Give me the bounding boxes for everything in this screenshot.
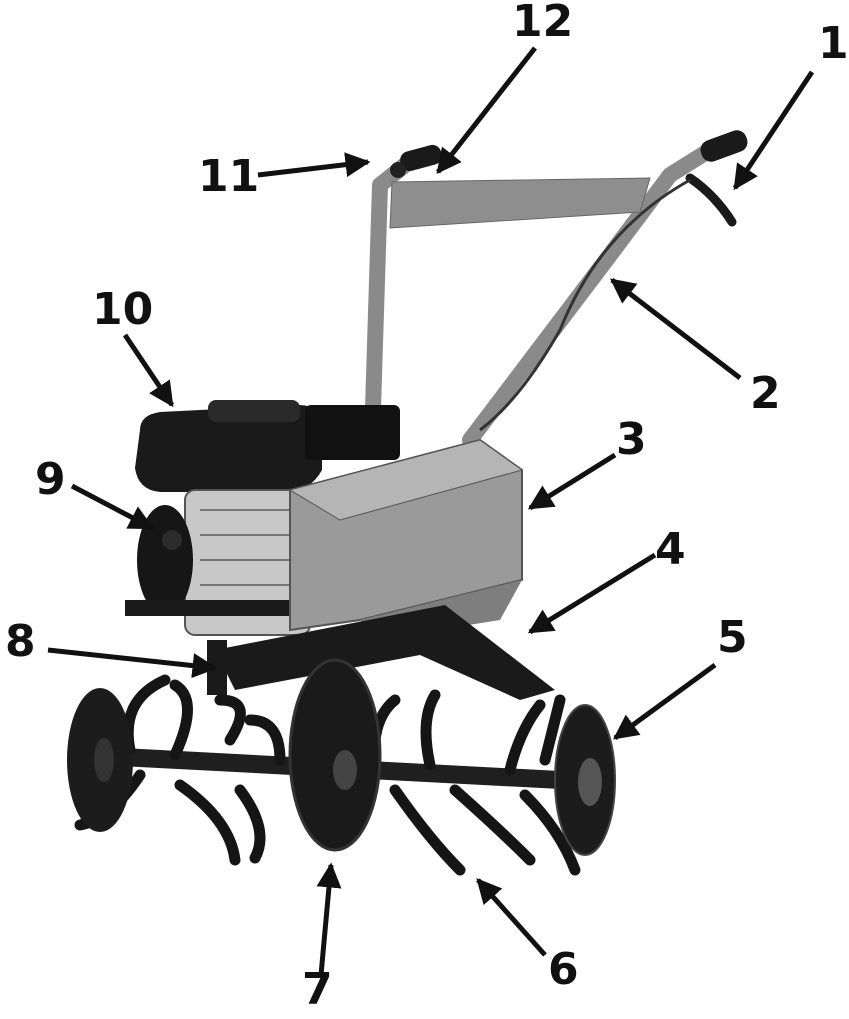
- arrow-2: [610, 278, 742, 380]
- arrow-9: [70, 483, 155, 531]
- fuel-tank: [135, 405, 322, 492]
- callout-6: 6: [548, 944, 579, 995]
- right-grip: [700, 130, 748, 162]
- callout-10: 10: [92, 284, 154, 335]
- arrow-12: [436, 46, 537, 174]
- arrow-8: [47, 647, 218, 679]
- center-disc: [288, 658, 382, 852]
- arrow-1: [732, 70, 815, 191]
- callout-2: 2: [750, 368, 781, 419]
- callout-5: 5: [717, 612, 748, 663]
- clutch-lever: [685, 173, 737, 227]
- throttle-control: [390, 162, 406, 178]
- left-grip: [400, 144, 442, 172]
- callout-8: 8: [5, 616, 36, 667]
- callout-7: 7: [302, 964, 333, 1015]
- callout-3: 3: [616, 414, 647, 465]
- arrow-3: [527, 452, 617, 511]
- callout-arrows: [47, 46, 815, 976]
- recoil-starter: [137, 505, 193, 615]
- arrow-6: [476, 878, 547, 957]
- arrow-11: [257, 152, 371, 178]
- air-filter: [305, 405, 400, 460]
- callout-9: 9: [35, 454, 66, 505]
- arrow-10: [122, 333, 175, 408]
- arrow-5: [612, 662, 717, 741]
- handlebar: [364, 130, 748, 448]
- fuel-cap: [208, 400, 300, 422]
- callout-1: 1: [818, 18, 849, 69]
- callout-11: 11: [198, 151, 260, 202]
- callout-4: 4: [655, 524, 686, 575]
- control-cable: [479, 178, 691, 432]
- handlebar-crossbar: [389, 177, 651, 229]
- callout-12: 12: [512, 0, 574, 47]
- arrow-7: [316, 862, 342, 976]
- arrow-4: [527, 552, 657, 635]
- gearbox-cover: [288, 438, 524, 640]
